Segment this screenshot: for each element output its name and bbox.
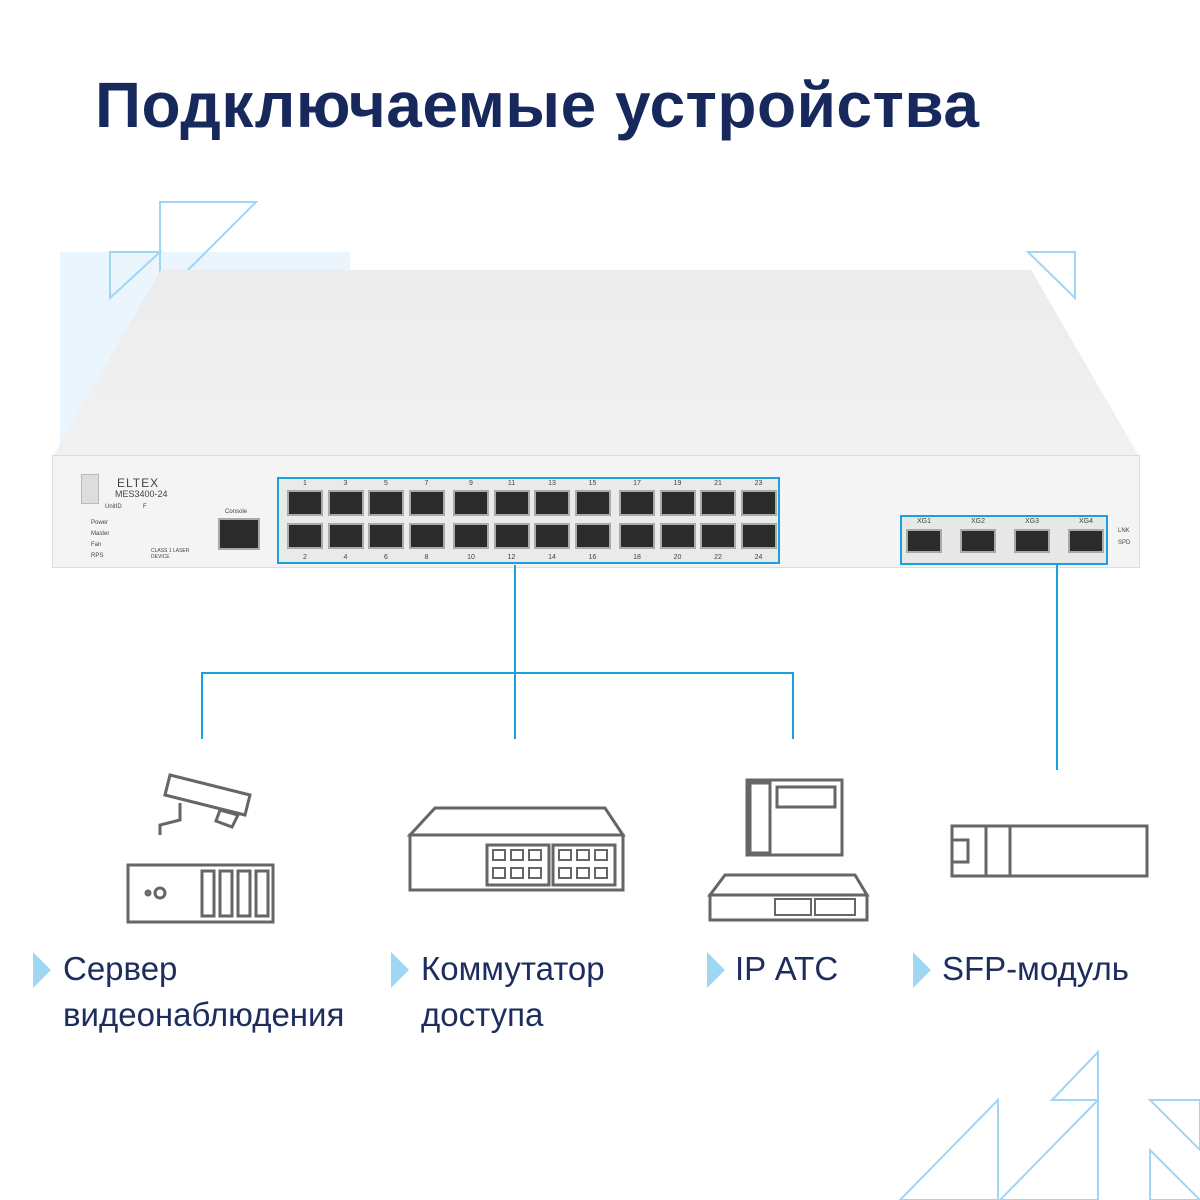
port-number: 18 <box>633 554 641 561</box>
laser-label: CLASS 1 LASER DEVICE <box>151 548 190 560</box>
rj45-port[interactable] <box>740 490 777 516</box>
sfp-port-label: XG2 <box>970 518 985 525</box>
led-rps: RPS <box>91 553 104 559</box>
rj45-port[interactable] <box>493 523 530 549</box>
sfp-port-label: XG1 <box>916 518 931 525</box>
port-number: 22 <box>714 554 722 561</box>
port-number: 21 <box>714 480 722 487</box>
unit-id-label: UnitID <box>105 504 122 510</box>
port-number: 20 <box>673 554 682 561</box>
port-number: 2 <box>303 554 307 561</box>
rj45-port[interactable] <box>574 523 611 549</box>
item-label-ip-pbx: IP АТС <box>735 950 839 987</box>
rj45-port[interactable] <box>700 490 736 516</box>
rj45-port[interactable] <box>368 490 404 516</box>
led-master: Master <box>91 531 110 537</box>
cctv-server-icon <box>126 773 275 924</box>
ip-pbx-icon <box>707 778 870 922</box>
bullet-icon <box>913 952 931 988</box>
rj45-port[interactable] <box>327 490 364 516</box>
rj45-port[interactable] <box>493 490 530 516</box>
port-number: 15 <box>588 480 597 487</box>
port-number: 14 <box>548 554 556 561</box>
rj45-port[interactable] <box>327 523 364 549</box>
port-number: 5 <box>384 480 388 487</box>
port-number: 24 <box>754 554 763 561</box>
switch-top-cover <box>52 270 1140 458</box>
lnk-label: LNK <box>1118 528 1130 534</box>
port-number: 7 <box>424 480 429 487</box>
console-label: Console <box>225 509 248 515</box>
sfp-port-label: XG4 <box>1078 518 1093 525</box>
port-number: 4 <box>343 554 348 561</box>
connector-line <box>1056 565 1058 770</box>
led-labels: Power Master Fan RPS <box>91 518 109 562</box>
sfp-port[interactable] <box>906 529 942 553</box>
connector-line <box>201 672 794 674</box>
sfp-module-icon <box>950 824 1149 878</box>
port-number: 16 <box>588 554 597 561</box>
rj45-port[interactable] <box>659 490 696 516</box>
unit-id-display <box>81 474 99 504</box>
rj45-port[interactable] <box>287 523 323 549</box>
led-fan: Fan <box>91 542 102 548</box>
rj45-port[interactable] <box>368 523 404 549</box>
rj45-port[interactable] <box>287 490 323 516</box>
rj45-port[interactable] <box>619 523 655 549</box>
item-label-sfp-module: SFP-модуль <box>942 950 1129 987</box>
spd-label: SPD <box>1118 540 1131 546</box>
brand-logo: ELTEX <box>117 476 160 490</box>
access-switch-icon <box>406 806 626 892</box>
connector-line <box>201 672 203 739</box>
port-number: 17 <box>633 480 641 487</box>
port-number: 6 <box>384 554 388 561</box>
bullet-icon <box>391 952 409 988</box>
sfp-port[interactable] <box>960 529 996 553</box>
connector-line <box>792 672 794 739</box>
console-port[interactable] <box>218 518 260 550</box>
rj45-port[interactable] <box>453 490 489 516</box>
rj45-port[interactable] <box>700 523 736 549</box>
rj45-port[interactable] <box>659 523 696 549</box>
sfp-port[interactable] <box>1014 529 1050 553</box>
rj45-port[interactable] <box>408 523 445 549</box>
port-number: 8 <box>424 554 429 561</box>
port-number: 23 <box>754 480 763 487</box>
port-number: 9 <box>469 480 473 487</box>
f-label: F <box>143 504 147 510</box>
rj45-port[interactable] <box>453 523 489 549</box>
rj45-port[interactable] <box>408 490 445 516</box>
rj45-port[interactable] <box>534 523 570 549</box>
port-number: 13 <box>548 480 556 487</box>
port-number: 11 <box>507 480 516 487</box>
port-number: 10 <box>467 554 475 561</box>
connector-line <box>514 565 516 739</box>
port-number: 1 <box>303 480 307 487</box>
port-number: 3 <box>343 480 348 487</box>
port-number: 19 <box>673 480 682 487</box>
led-power: Power <box>91 520 109 526</box>
sfp-port[interactable] <box>1068 529 1104 553</box>
rj45-port[interactable] <box>574 490 611 516</box>
model-label: MES3400-24 <box>115 489 168 499</box>
page-title: Подключаемые устройства <box>95 69 980 141</box>
rj45-port[interactable] <box>534 490 570 516</box>
sfp-ports-group: XG1 XG2 XG3 XG4 <box>900 515 1108 565</box>
bullet-icon <box>707 952 725 988</box>
bullet-icon <box>33 952 51 988</box>
rj45-port[interactable] <box>619 490 655 516</box>
sfp-port-label: XG3 <box>1024 518 1039 525</box>
rj45-port[interactable] <box>740 523 777 549</box>
port-number: 12 <box>507 554 516 561</box>
